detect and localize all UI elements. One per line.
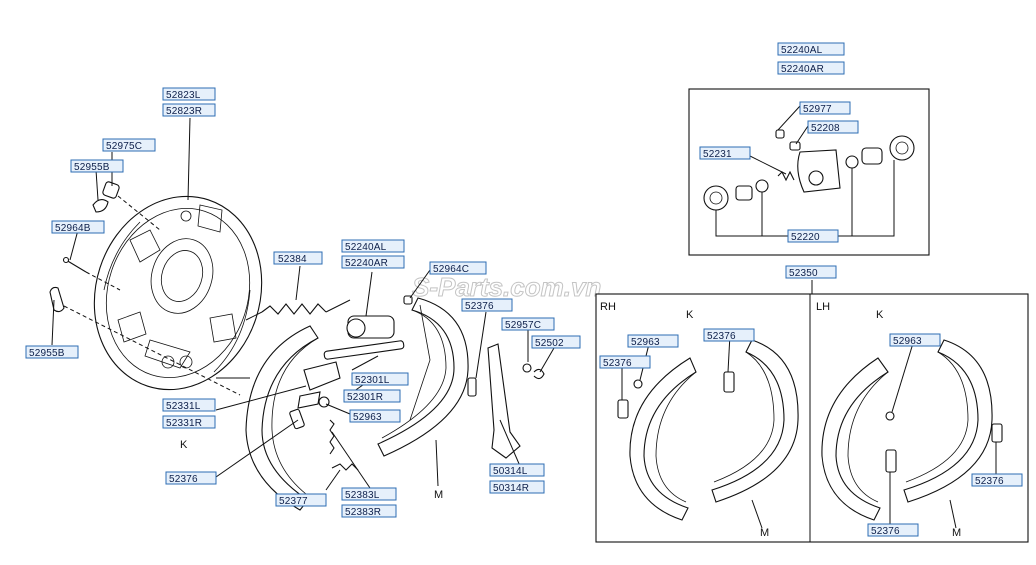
svg-text:52301R: 52301R (347, 392, 383, 403)
label-52964C[interactable]: 52964C (429, 261, 487, 275)
svg-text:52240AR: 52240AR (345, 258, 388, 269)
svg-text:52955B: 52955B (74, 162, 110, 173)
label-52301R[interactable]: 52301R (343, 389, 401, 403)
label-52823R[interactable]: 52823R (162, 103, 216, 117)
svg-text:52240AL: 52240AL (781, 45, 823, 56)
label-52957C[interactable]: 52957C (501, 317, 555, 331)
label-52376-mid[interactable]: 52376 (461, 298, 513, 312)
marker-m-main: M (434, 489, 443, 501)
label-52955B-top[interactable]: 52955B (70, 159, 124, 173)
svg-text:52957C: 52957C (505, 320, 541, 331)
marker-m-lh: M (952, 527, 961, 539)
rh-shoes (617, 339, 799, 521)
label-52240AL-top[interactable]: 52240AL (777, 42, 845, 56)
label-52350[interactable]: 52350 (785, 265, 837, 279)
label-52301L[interactable]: 52301L (351, 372, 409, 386)
svg-text:52301L: 52301L (355, 375, 390, 386)
svg-text:50314R: 50314R (493, 483, 529, 494)
label-52231[interactable]: 52231 (699, 146, 751, 160)
marker-m-rh: M (760, 527, 769, 539)
svg-text:52964B: 52964B (55, 223, 91, 234)
label-52963-mid[interactable]: 52963 (349, 409, 401, 423)
marker-k-lh: K (876, 309, 884, 321)
lh-shoes (821, 339, 1003, 521)
svg-text:52502: 52502 (535, 338, 564, 349)
svg-text:52963: 52963 (353, 412, 382, 423)
svg-text:52383L: 52383L (345, 490, 380, 501)
label-52331L[interactable]: 52331L (162, 398, 216, 412)
svg-text:52963: 52963 (893, 336, 922, 347)
svg-text:52975C: 52975C (106, 141, 142, 152)
watermark-text: S-Parts.com.vn (412, 272, 601, 302)
label-52964B[interactable]: 52964B (51, 220, 105, 234)
label-52240AL-mid[interactable]: 52240AL (341, 239, 405, 253)
marker-k-rh: K (686, 309, 694, 321)
center-hardware (216, 295, 545, 471)
svg-text:52208: 52208 (811, 123, 840, 134)
label-52376-rh-mid[interactable]: 52376 (703, 328, 755, 342)
label-52240AR-top[interactable]: 52240AR (777, 61, 845, 75)
main-right-shoe (377, 297, 477, 457)
label-52823L[interactable]: 52823L (162, 87, 216, 101)
svg-text:52955B: 52955B (29, 348, 65, 359)
label-50314L[interactable]: 50314L (489, 463, 545, 477)
marker-rh: RH (600, 301, 616, 313)
label-52977[interactable]: 52977 (799, 101, 851, 115)
svg-text:52376: 52376 (975, 476, 1004, 487)
label-52955B-bottom[interactable]: 52955B (25, 345, 79, 359)
svg-text:52376: 52376 (169, 474, 198, 485)
label-52963-rh[interactable]: 52963 (627, 334, 679, 348)
label-52384[interactable]: 52384 (273, 251, 323, 265)
svg-text:52331L: 52331L (166, 401, 201, 412)
label-52240AR-mid[interactable]: 52240AR (341, 255, 405, 269)
marker-k-main: K (180, 439, 188, 451)
label-52376-lh-bottom[interactable]: 52376 (867, 523, 919, 537)
leader-lines (51, 105, 997, 529)
marker-lh: LH (816, 301, 830, 313)
svg-text:52963: 52963 (631, 337, 660, 348)
svg-text:52240AR: 52240AR (781, 64, 824, 75)
main-left-shoe (245, 325, 319, 511)
wheel-cylinder-box (688, 88, 930, 256)
svg-text:52350: 52350 (789, 268, 818, 279)
label-52963-lh[interactable]: 52963 (889, 333, 941, 347)
label-52376-left[interactable]: 52376 (165, 471, 217, 485)
label-50314R[interactable]: 50314R (489, 480, 545, 494)
label-52975C[interactable]: 52975C (102, 138, 156, 152)
svg-text:52220: 52220 (791, 232, 820, 243)
backing-plate (93, 195, 263, 391)
part-labels: 52823L 52823R 52975C 52955B 52964B 52955… (25, 42, 1023, 537)
letter-markers: K M RH LH K M K M (180, 301, 961, 539)
svg-text:52383R: 52383R (345, 507, 381, 518)
label-52376-rh-left[interactable]: 52376 (599, 355, 651, 369)
svg-text:52376: 52376 (871, 526, 900, 537)
svg-text:52823L: 52823L (166, 90, 201, 101)
svg-text:52977: 52977 (803, 104, 832, 115)
label-52383L[interactable]: 52383L (341, 487, 397, 501)
svg-text:52331R: 52331R (166, 418, 202, 429)
svg-text:52376: 52376 (707, 331, 736, 342)
label-52220[interactable]: 52220 (787, 229, 839, 243)
svg-text:52377: 52377 (279, 496, 308, 507)
svg-text:52376: 52376 (603, 358, 632, 369)
label-52376-lh-right[interactable]: 52376 (971, 473, 1023, 487)
svg-text:52823R: 52823R (166, 106, 202, 117)
svg-text:52384: 52384 (278, 254, 307, 265)
svg-text:50314L: 50314L (493, 466, 528, 477)
label-52331R[interactable]: 52331R (162, 415, 216, 429)
label-52377[interactable]: 52377 (275, 493, 327, 507)
svg-text:52376: 52376 (465, 301, 494, 312)
svg-text:52240AL: 52240AL (345, 242, 387, 253)
svg-text:52964C: 52964C (433, 264, 469, 275)
svg-text:52231: 52231 (703, 149, 732, 160)
label-52502[interactable]: 52502 (531, 335, 581, 349)
label-52208[interactable]: 52208 (807, 120, 859, 134)
label-52383R[interactable]: 52383R (341, 504, 397, 518)
